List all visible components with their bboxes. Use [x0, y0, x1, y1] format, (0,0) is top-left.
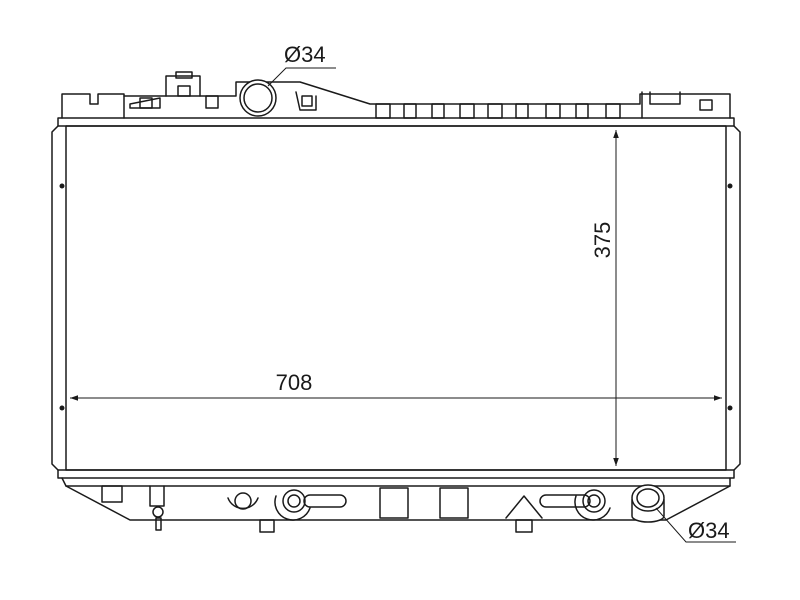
width-dimension-label: 708: [276, 370, 313, 395]
outlet-pipe: [631, 484, 665, 523]
width-dimension: 708: [70, 370, 722, 401]
height-dimension-label: 375: [590, 222, 615, 259]
outlet-diameter-label: Ø34: [688, 518, 730, 543]
bottom-header-plate: [57, 469, 735, 479]
filler-neck: [239, 79, 277, 117]
outlet-diameter-callout: Ø34: [655, 507, 736, 543]
bottom-tank: [61, 477, 731, 533]
top-tank: [61, 71, 731, 119]
inlet-diameter-callout: Ø34: [267, 42, 336, 87]
height-dimension: 375: [590, 130, 619, 466]
inlet-diameter-label: Ø34: [284, 42, 326, 67]
top-header-plate: [57, 117, 735, 127]
radiator-core: [51, 125, 741, 471]
